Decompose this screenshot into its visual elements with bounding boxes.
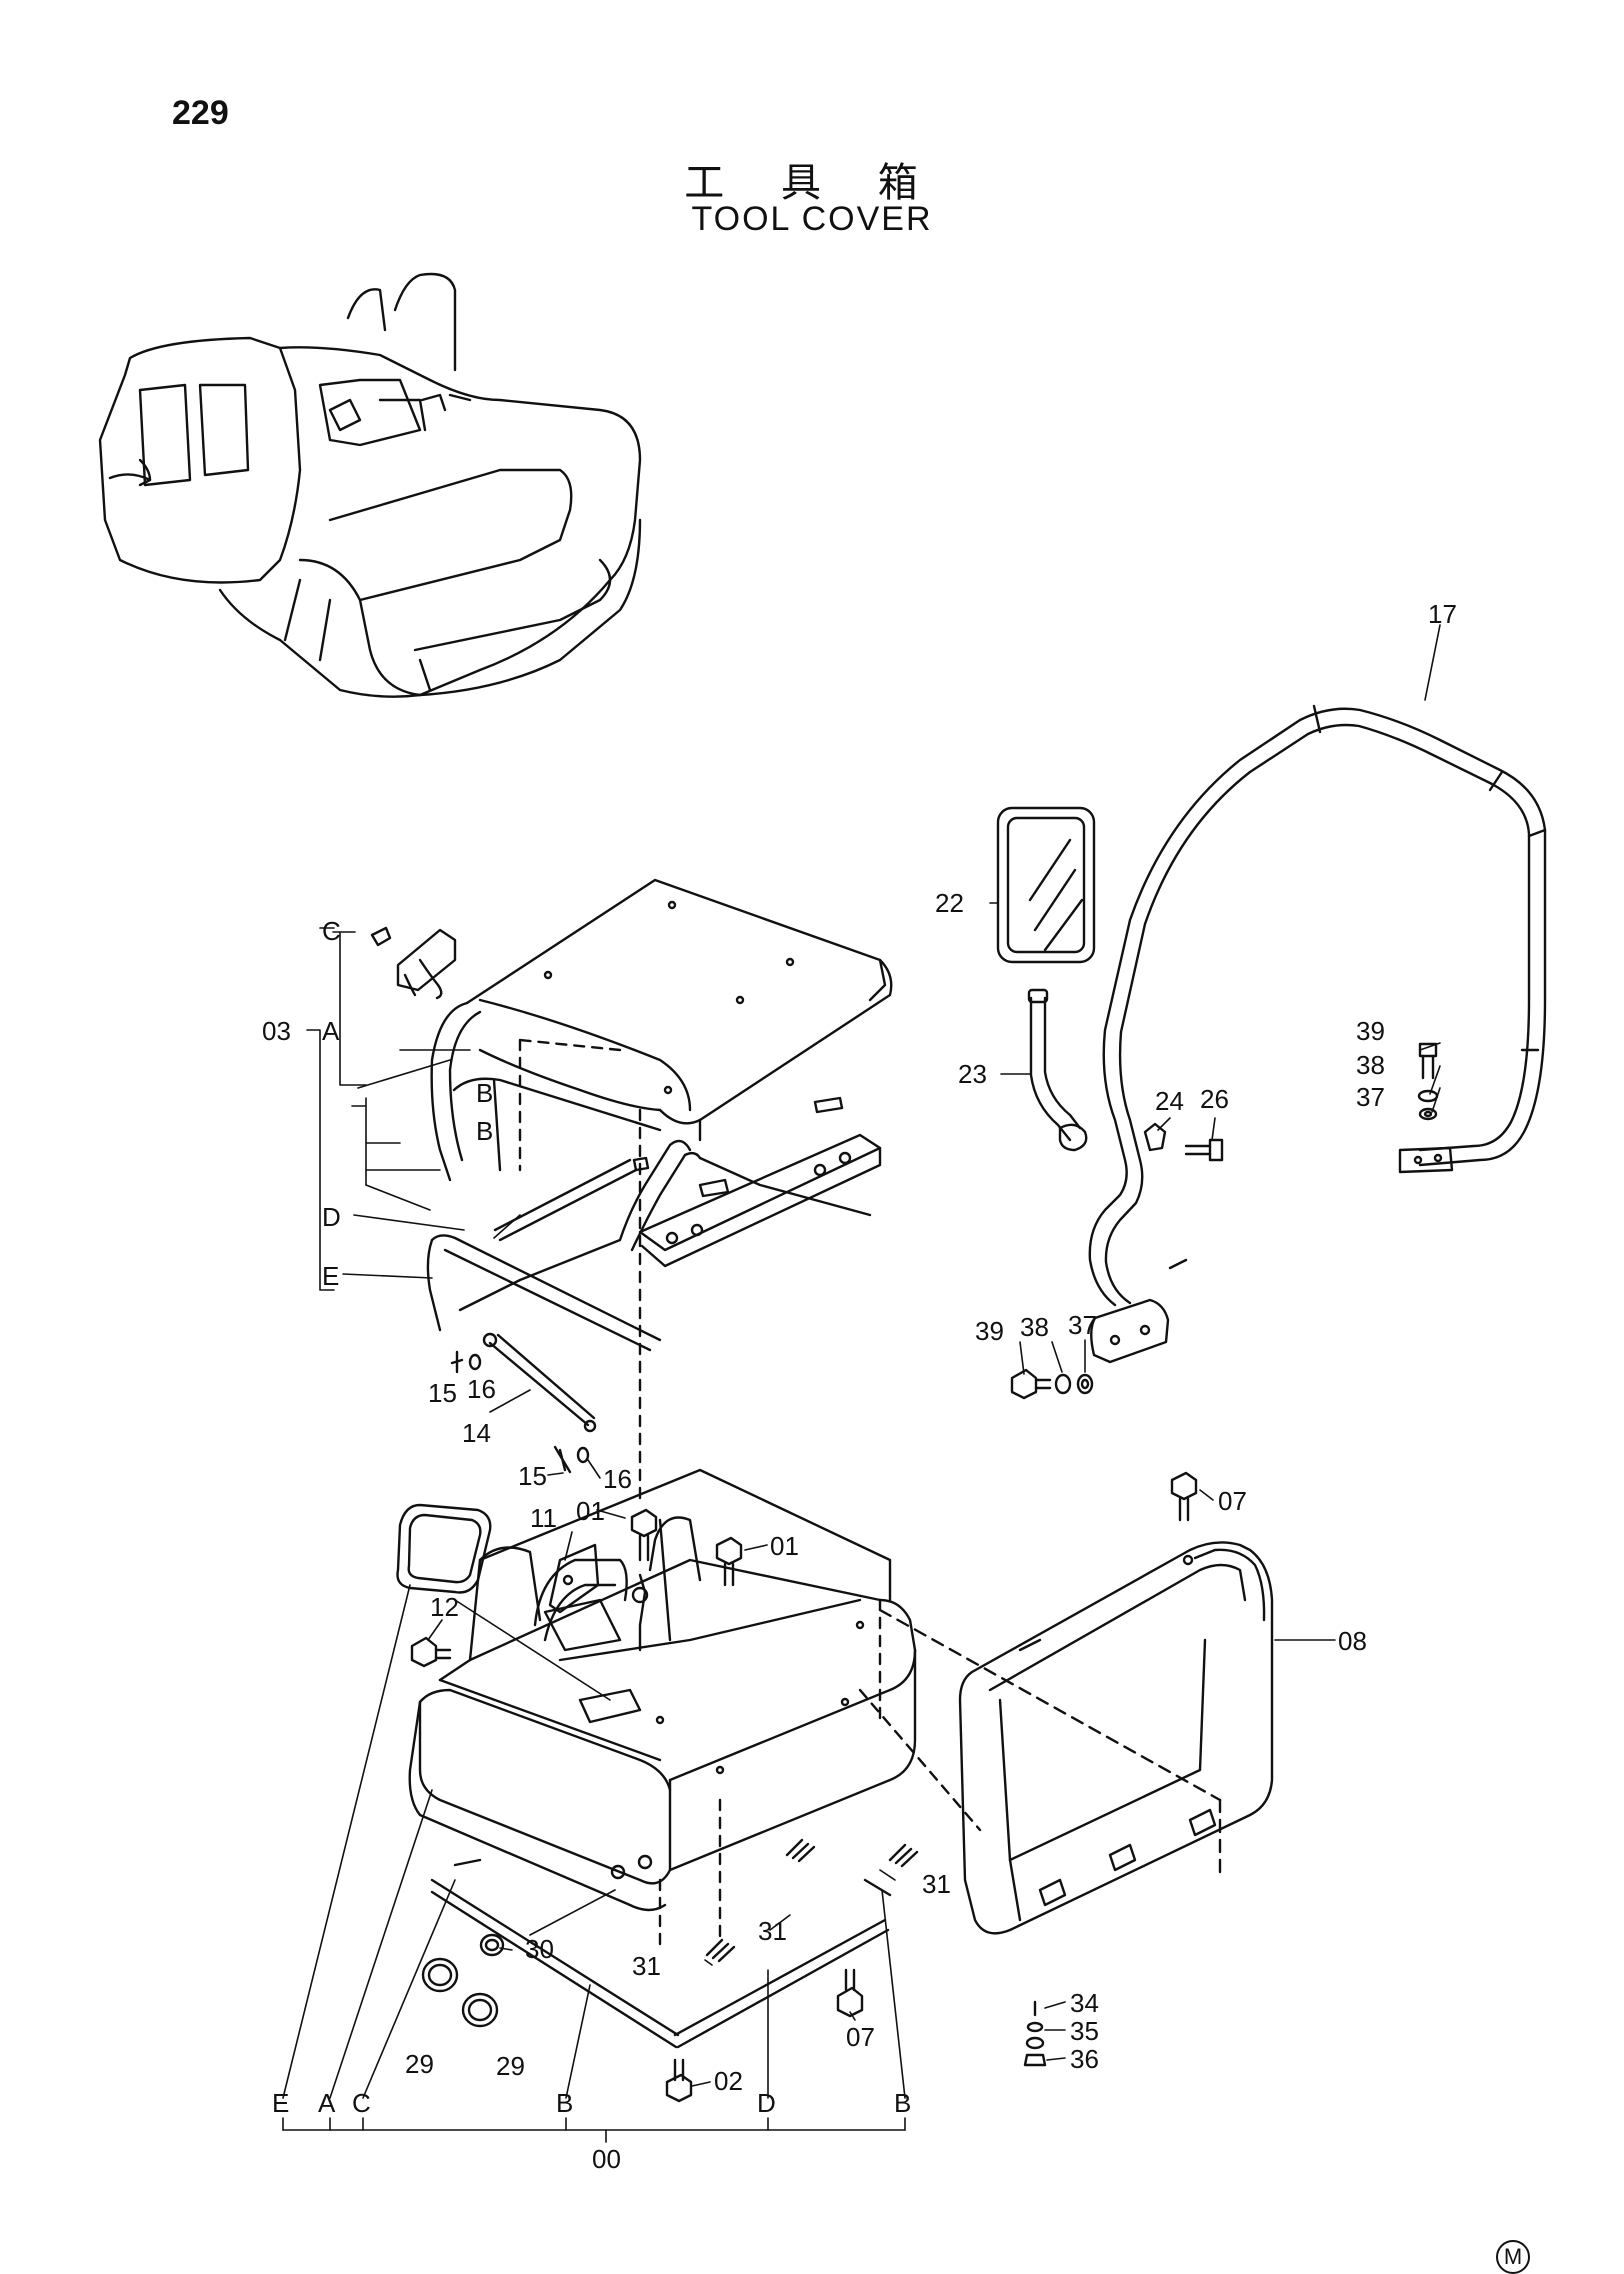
- callout-31-left: 31: [632, 1951, 661, 1981]
- handrail-17: [1088, 704, 1547, 1364]
- gas-strut-14: [482, 1332, 597, 1433]
- group-letter-B-2: B: [476, 1116, 493, 1146]
- callout-03: 03: [262, 1016, 291, 1046]
- page-number: 229: [172, 94, 229, 132]
- callout-30: 30: [525, 1934, 554, 1964]
- callout-07-lower: 07: [846, 2022, 875, 2052]
- group-letter-B-bottom-1: B: [556, 2088, 573, 2118]
- callout-37-upper: 37: [1356, 1082, 1385, 1112]
- group-letter-C-top: C: [322, 916, 341, 946]
- callout-22: 22: [935, 888, 964, 918]
- hardware-37-38-39-lower: [1010, 1368, 1094, 1400]
- callout-01-left: 01: [576, 1496, 605, 1526]
- callout-00: 00: [592, 2144, 621, 2174]
- leader-lines: [282, 624, 1441, 2143]
- callout-02: 02: [714, 2066, 743, 2096]
- title-english: TOOL COVER: [691, 200, 933, 238]
- callout-39-lower: 39: [975, 1316, 1004, 1346]
- callout-07-upper: 07: [1218, 1486, 1247, 1516]
- callout-29-left: 29: [405, 2049, 434, 2079]
- corner-mark: M: [1496, 2240, 1530, 2274]
- hardware-34-35-36: [1023, 2000, 1047, 2067]
- group-letter-C-bottom: C: [352, 2088, 371, 2118]
- bolt-12: [410, 1636, 452, 1668]
- upper-cover-assembly-03: [430, 878, 893, 1502]
- callout-16-upper: 16: [467, 1374, 496, 1404]
- group-letter-D-mid: D: [322, 1202, 341, 1232]
- callout-34: 34: [1070, 1988, 1099, 2018]
- group-letter-E-mid: E: [322, 1261, 339, 1291]
- callout-14: 14: [462, 1418, 491, 1448]
- excavator-overview-sketch: [98, 272, 642, 698]
- title-chinese: 工 具 箱: [684, 160, 940, 206]
- callout-38-upper: 38: [1356, 1050, 1385, 1080]
- bottom-strips-B: [430, 1858, 892, 2049]
- callout-11: 11: [530, 1503, 557, 1533]
- clips-31: [705, 1838, 919, 1963]
- callout-31-right: 31: [922, 1869, 951, 1899]
- callout-17: 17: [1428, 599, 1457, 629]
- lock-bracket-11: [548, 1543, 600, 1614]
- lower-box-00: [408, 1468, 1222, 1947]
- callout-15-upper: 15: [428, 1378, 457, 1408]
- latch-C: [370, 926, 457, 1000]
- callout-35: 35: [1070, 2016, 1099, 2046]
- group-letter-A-bottom: A: [318, 2088, 336, 2118]
- callout-36: 36: [1070, 2044, 1099, 2074]
- clamp-24-bolt-26: [1143, 1122, 1224, 1162]
- stud-15-clip-16-upper: [450, 1350, 590, 1474]
- rail-D: [493, 1133, 882, 1268]
- callout-26: 26: [1200, 1084, 1229, 1114]
- group-letter-E-bottom: E: [272, 2088, 289, 2118]
- side-panel-08: [958, 1541, 1274, 1935]
- callout-12: 12: [430, 1592, 459, 1622]
- group-letter-B-1: B: [476, 1078, 493, 1108]
- bolts-07: [836, 1471, 1198, 2018]
- callout-labels: 17 22 23 24 26 39 38 37 39 38 37 03 15 1…: [262, 599, 1457, 2174]
- callout-31-middle: 31: [758, 1916, 787, 1946]
- window-seal-E: [396, 1503, 492, 1594]
- callout-39-upper: 39: [1356, 1016, 1385, 1046]
- group-letter-D-bottom: D: [757, 2088, 776, 2118]
- callout-01-right: 01: [770, 1531, 799, 1561]
- group-letter-B-bottom-2: B: [894, 2088, 911, 2118]
- callout-08: 08: [1338, 1626, 1367, 1656]
- callout-16-lower: 16: [603, 1464, 632, 1494]
- callout-15-lower: 15: [518, 1461, 547, 1491]
- callout-29-right: 29: [496, 2051, 525, 2081]
- callout-38-lower: 38: [1020, 1312, 1049, 1342]
- callout-24: 24: [1155, 1086, 1184, 1116]
- bolts-01: [630, 1508, 743, 1587]
- group-letter-A-mid: A: [322, 1016, 340, 1046]
- mirror-stay-23: [1027, 988, 1088, 1152]
- bolt-02: [665, 2058, 693, 2103]
- callout-23: 23: [958, 1059, 987, 1089]
- seal-E: [426, 1139, 872, 1352]
- grommets-29-30: [421, 1933, 505, 2028]
- callout-37-lower: 37: [1068, 1310, 1097, 1340]
- mirror-22: [996, 806, 1096, 964]
- hardware-37-38-39-upper: [1417, 1042, 1439, 1121]
